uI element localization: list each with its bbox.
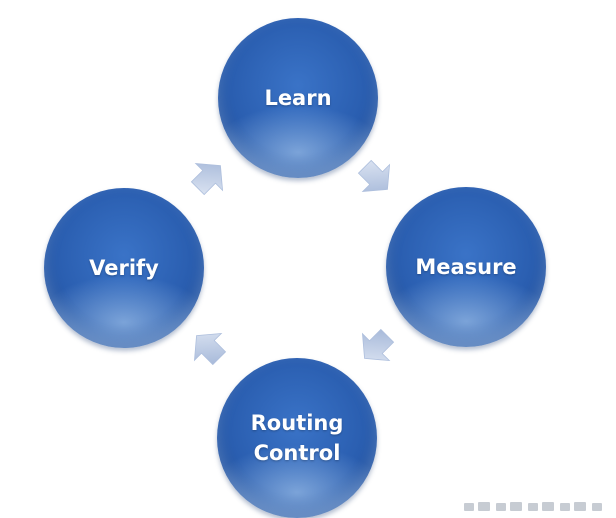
node-learn-label: Learn <box>264 85 332 110</box>
node-measure: Measure <box>386 187 546 347</box>
watermark-logo <box>464 502 602 511</box>
node-verify-label: Verify <box>89 255 159 280</box>
node-verify: Verify <box>44 188 204 348</box>
node-routing-control-label: Routing Control <box>250 410 344 465</box>
node-learn: Learn <box>218 18 378 178</box>
arrow-measure-to-routing <box>361 328 395 362</box>
arrow-learn-to-measure <box>357 159 391 193</box>
node-measure-label: Measure <box>415 254 517 279</box>
node-routing-control: Routing Control <box>217 358 377 518</box>
arrow-verify-to-learn <box>190 162 224 196</box>
arrow-routing-to-verify <box>193 332 227 366</box>
